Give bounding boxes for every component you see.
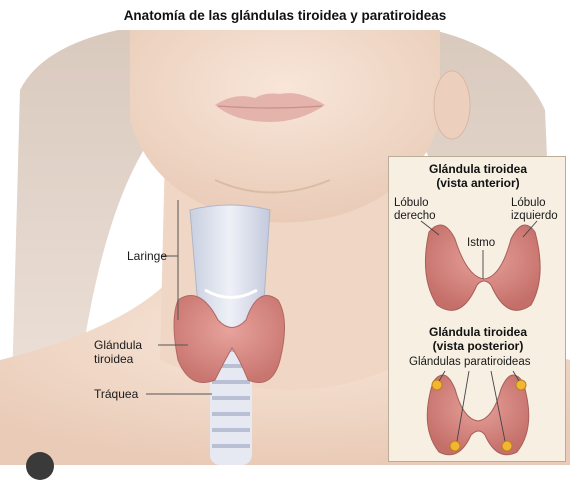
larynx-label: Laringe — [127, 249, 167, 263]
parathyroid-gland-upper-right — [432, 380, 442, 390]
thyroid-views — [389, 157, 567, 463]
thyroid-anterior-view — [421, 221, 540, 310]
overlay-circle-icon — [26, 452, 54, 480]
thyroid-inset-panel: Glándula tiroidea (vista anterior) Lóbul… — [388, 156, 566, 462]
parathyroid-gland-upper-left — [516, 380, 526, 390]
page-title: Anatomía de las glándulas tiroidea y par… — [0, 8, 570, 23]
thyroid-label: Glándula tiroidea — [94, 338, 142, 366]
thyroid-posterior-view — [427, 371, 529, 455]
trachea-label: Tráquea — [94, 387, 138, 401]
parathyroid-gland-lower-right — [450, 441, 460, 451]
ear — [434, 71, 470, 139]
parathyroid-gland-lower-left — [502, 441, 512, 451]
